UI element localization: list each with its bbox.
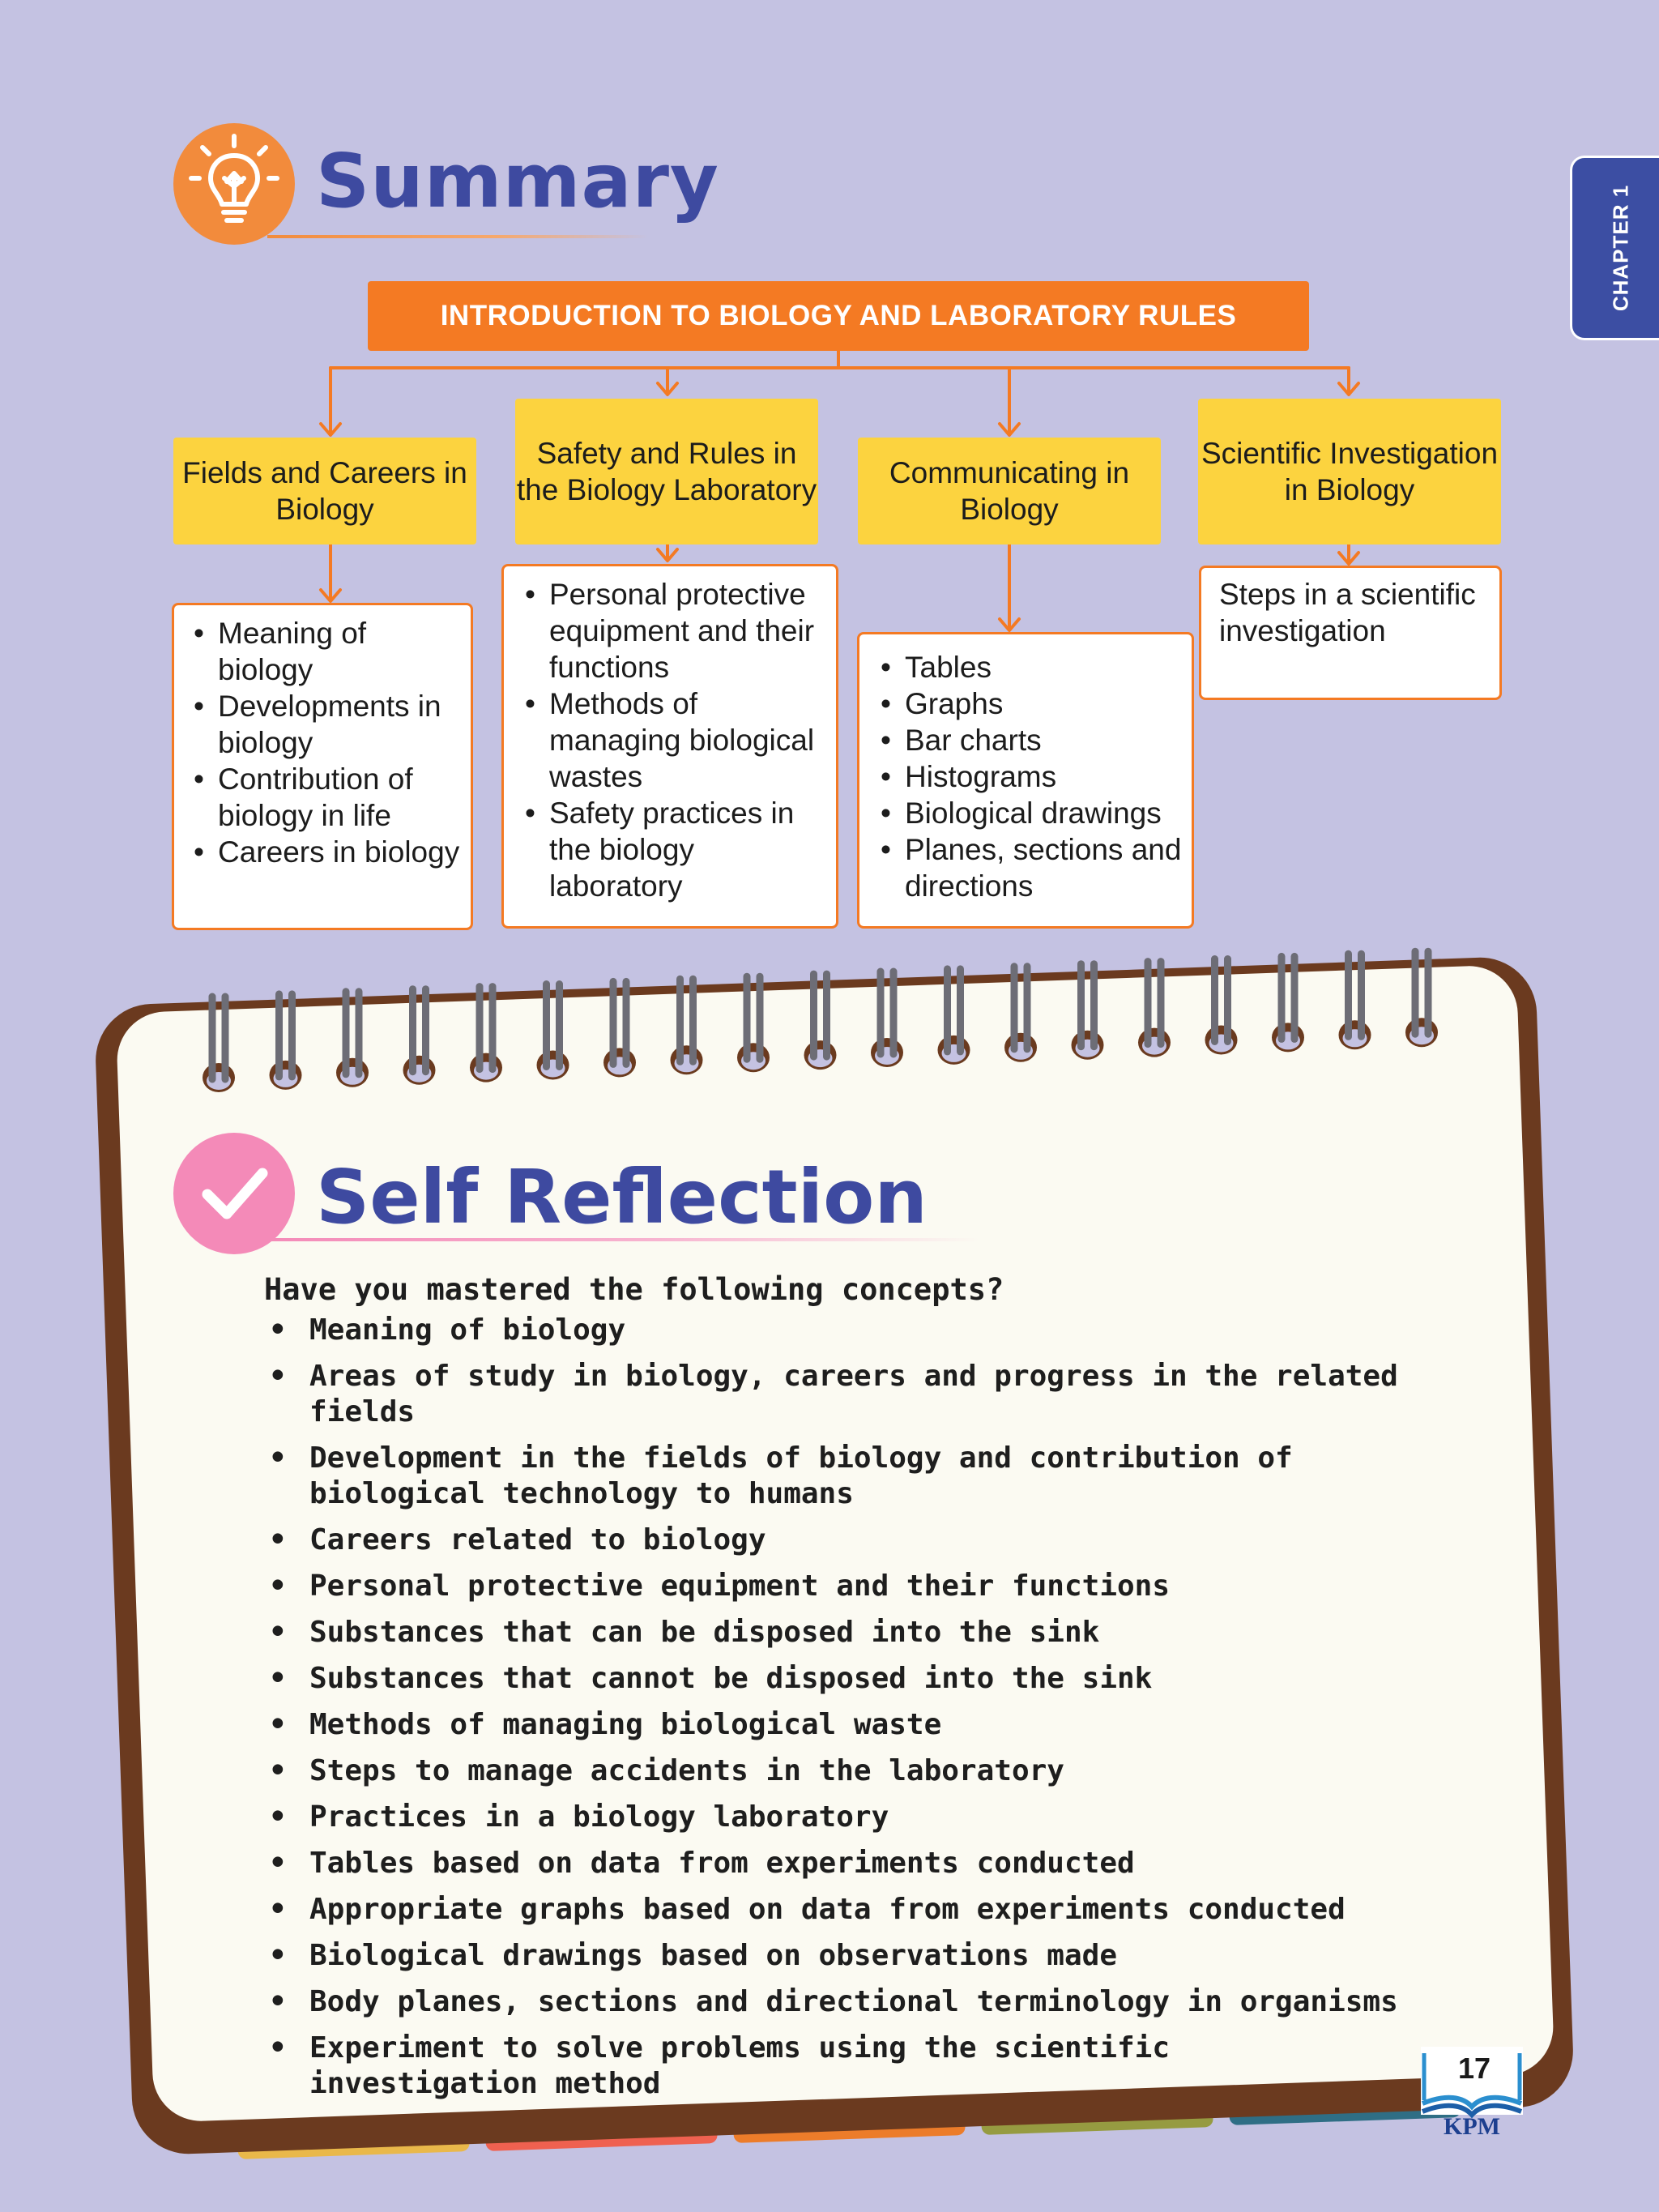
spiral-ring [203,993,235,1092]
spiral-ring [1272,952,1304,1053]
spiral-ring [737,972,770,1073]
spiral-ring [1338,950,1371,1050]
spiral-ring [336,988,369,1087]
list-item: Careers related to biology [264,1522,1414,1558]
list-item: Tables [877,649,1185,685]
list-item: Histograms [877,758,1185,795]
concept-map-root: INTRODUCTION TO BIOLOGY AND LABORATORY R… [368,281,1309,351]
detail-safety-and-rules: Personal protective equipment and their … [501,564,838,929]
list-item: Planes, sections and directions [877,831,1185,904]
spiral-ring [470,983,502,1083]
list-item: Appropriate graphs based on data from ex… [264,1892,1414,1928]
spiral-ring [603,977,636,1078]
spiral-ring [1071,960,1104,1060]
list-item: Safety practices in the biology laborato… [522,795,830,904]
concept-map-connectors [319,349,1360,632]
list-item: Meaning of biology [264,1313,1414,1348]
chapter-tab[interactable]: CHAPTER 1 [1570,156,1659,340]
list-item: Graphs [877,685,1185,722]
lightbulb-icon [173,123,295,245]
detail-communicating: Tables Graphs Bar charts Histograms Biol… [857,632,1194,929]
list-item: Tables based on data from experiments co… [264,1846,1414,1881]
list-item: Contribution of biology in life [190,761,464,834]
spiral-ring [403,985,436,1085]
detail-fields-and-careers: Meaning of biology Developments in biolo… [172,603,473,930]
reflection-list: Meaning of biology Areas of study in bio… [264,1313,1414,2112]
spiral-ring [269,990,302,1090]
list-item: Substances that can be disposed into the… [264,1615,1414,1650]
reflection-underline [267,1238,980,1241]
page-number: 17 [1458,2052,1491,2085]
reflection-title: Self Reflection [316,1154,928,1241]
list-item: Personal protective equipment and their … [522,576,830,685]
spiral-ring [1138,958,1171,1057]
list-item: Developments in biology [190,688,464,761]
list-item: Bar charts [877,722,1185,758]
notebook-spiral-rings [203,947,1438,1092]
list-item: Development in the fields of biology and… [264,1441,1414,1512]
spiral-ring [804,970,837,1070]
list-item: Personal protective equipment and their … [264,1569,1414,1604]
spiral-ring [536,980,569,1080]
list-item: Methods of managing biological wastes [522,685,830,795]
spiral-ring [1004,963,1037,1062]
summary-underline [267,235,648,238]
detail-scientific-investigation: Steps in a scientific investigation [1199,566,1502,700]
list-item: Careers in biology [190,834,464,870]
spiral-ring [670,975,703,1075]
list-item: Biological drawings based on observation… [264,1938,1414,1974]
list-item: Meaning of biology [190,615,464,688]
list-item: Substances that cannot be disposed into … [264,1661,1414,1697]
branch-safety-and-rules: Safety and Rules in the Biology Laborato… [515,399,818,544]
list-item: Biological drawings [877,795,1185,831]
list-item: Body planes, sections and directional te… [264,1984,1414,2020]
spiral-ring [1405,947,1438,1048]
checkmark-icon [173,1133,295,1254]
spiral-ring [937,965,970,1065]
list-item: Areas of study in biology, careers and p… [264,1359,1414,1430]
spiral-ring [1205,955,1238,1055]
branch-fields-and-careers: Fields and Careers in Biology [173,438,476,544]
branch-scientific-investigation: Scientific Investigation in Biology [1198,399,1501,544]
branch-communicating: Communicating in Biology [858,438,1161,544]
list-item: Steps to manage accidents in the laborat… [264,1753,1414,1789]
list-item: Methods of managing biological waste [264,1707,1414,1743]
open-book-icon: KPM [1414,2043,1529,2142]
list-item: Practices in a biology laboratory [264,1800,1414,1835]
list-item: Experiment to solve problems using the s… [264,2031,1414,2102]
publisher-logo-text: KPM [1444,2113,1500,2140]
spiral-ring [871,967,903,1067]
reflection-intro: Have you mastered the following concepts… [264,1272,1004,1307]
summary-title: Summary [316,138,719,224]
